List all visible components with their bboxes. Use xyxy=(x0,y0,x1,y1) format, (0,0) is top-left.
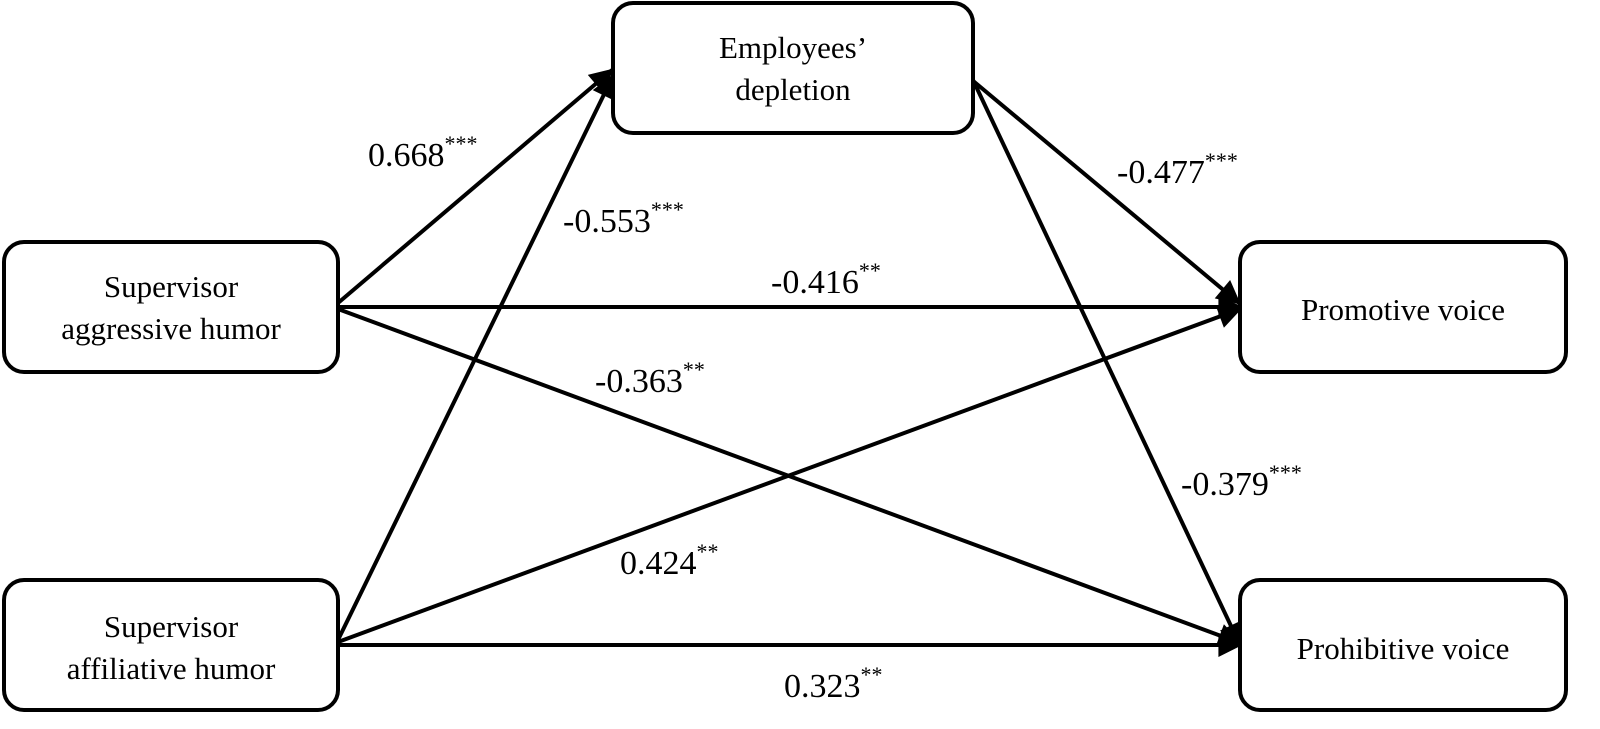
node-prohibitive-voice: Prohibitive voice xyxy=(1238,578,1568,712)
coef-significance: ** xyxy=(683,357,705,382)
coef-value: 0.323 xyxy=(784,668,861,705)
node-employees-depletion: Employees’ depletion xyxy=(611,1,975,135)
node-label-line: aggressive humor xyxy=(61,311,281,346)
arrow-depletion-to-promotive xyxy=(970,78,1241,305)
node-label-line: affiliative humor xyxy=(67,651,276,686)
node-label-line: Employees’ xyxy=(719,30,867,65)
coef-aggressive-to-depletion: 0.668*** xyxy=(368,131,478,174)
coef-affiliative-to-depletion: -0.553*** xyxy=(563,197,684,240)
coef-depletion-to-prohibitive: -0.379*** xyxy=(1181,460,1302,503)
path-arrows xyxy=(336,68,1243,657)
coef-value: -0.416 xyxy=(771,264,859,301)
coef-significance: ** xyxy=(859,258,881,283)
coef-affiliative-to-promotive: 0.424** xyxy=(620,539,719,582)
coef-significance: *** xyxy=(1205,148,1238,173)
arrow-affiliative-to-promotive xyxy=(337,305,1243,644)
path-coefficients: 0.668*** -0.553*** -0.477*** -0.416** -0… xyxy=(368,131,1302,705)
coef-depletion-to-promotive: -0.477*** xyxy=(1117,148,1238,191)
coef-significance: ** xyxy=(861,662,883,687)
arrow-aggressive-to-depletion xyxy=(336,68,614,305)
node-label: Promotive voice xyxy=(1301,292,1505,327)
coef-value: 0.424 xyxy=(620,545,697,582)
coef-significance: *** xyxy=(445,131,478,156)
node-label-line: Supervisor xyxy=(104,269,239,304)
coef-aggressive-to-promotive: -0.416** xyxy=(771,258,881,301)
coef-affiliative-to-prohibitive: 0.323** xyxy=(784,662,883,705)
node-promotive-voice: Promotive voice xyxy=(1238,240,1568,374)
node-label: Prohibitive voice xyxy=(1297,631,1510,666)
node-label-line: Supervisor xyxy=(104,609,239,644)
coef-significance: *** xyxy=(1269,460,1302,485)
coef-value: -0.379 xyxy=(1181,466,1269,503)
arrow-depletion-to-prohibitive xyxy=(971,79,1242,648)
node-label-line: depletion xyxy=(735,72,851,107)
coef-significance: *** xyxy=(651,197,684,222)
coef-value: -0.553 xyxy=(563,203,651,240)
coef-value: -0.477 xyxy=(1117,154,1205,191)
coef-value: 0.668 xyxy=(368,137,445,174)
coef-aggressive-to-prohibitive: -0.363** xyxy=(595,357,705,400)
coef-significance: ** xyxy=(697,539,719,564)
node-supervisor-affiliative-humor: Supervisor affiliative humor xyxy=(2,578,340,712)
coef-value: -0.363 xyxy=(595,363,683,400)
node-supervisor-aggressive-humor: Supervisor aggressive humor xyxy=(2,240,340,374)
